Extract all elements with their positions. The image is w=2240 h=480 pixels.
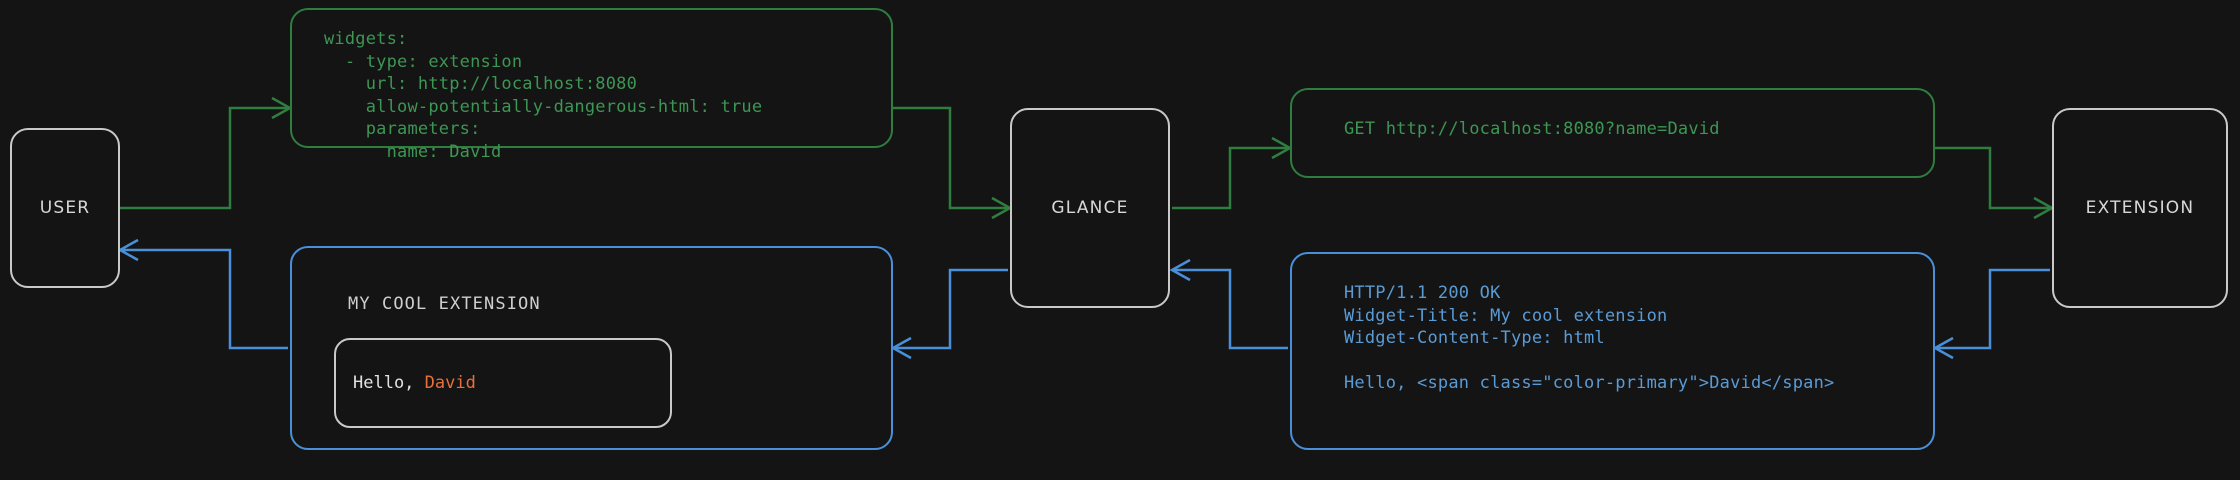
- http-request-text: GET http://localhost:8080?name=David: [1344, 119, 1720, 139]
- http-response-text: HTTP/1.1 200 OK Widget-Title: My cool ex…: [1344, 283, 1835, 393]
- node-extension-label: EXTENSION: [2085, 198, 2195, 218]
- edge-widget-to-user: [117, 238, 288, 350]
- node-glance[interactable]: GLANCE: [1010, 108, 1170, 308]
- edge-glance-to-widget: [890, 268, 1008, 360]
- widget-card-body: Hello, David: [353, 373, 476, 393]
- panel-config-yaml[interactable]: widgets: - type: extension url: http://l…: [290, 8, 893, 162]
- widget-greeting: Hello,: [353, 373, 425, 393]
- widget-accent-name: David: [424, 373, 476, 393]
- node-glance-label: GLANCE: [1051, 198, 1129, 218]
- panel-rendered-widget[interactable]: MY COOL EXTENSION Hello, David: [290, 246, 893, 450]
- edge-user-to-config: [120, 96, 293, 210]
- widget-title: MY COOL EXTENSION: [348, 294, 541, 314]
- node-user-label: USER: [39, 198, 91, 218]
- panel-http-response[interactable]: HTTP/1.1 200 OK Widget-Title: My cool ex…: [1290, 252, 1935, 450]
- edge-response-to-glance: [1169, 258, 1288, 350]
- node-user[interactable]: USER: [10, 128, 120, 288]
- node-extension[interactable]: EXTENSION: [2052, 108, 2228, 308]
- panel-http-request[interactable]: GET http://localhost:8080?name=David: [1290, 88, 1935, 178]
- edge-request-to-extension: [1935, 146, 2055, 220]
- edge-glance-to-request: [1172, 136, 1293, 210]
- edge-config-to-glance: [893, 106, 1013, 220]
- edge-extension-to-response: [1932, 268, 2050, 360]
- widget-card: Hello, David: [334, 338, 672, 428]
- config-yaml-text: widgets: - type: extension url: http://l…: [324, 29, 763, 162]
